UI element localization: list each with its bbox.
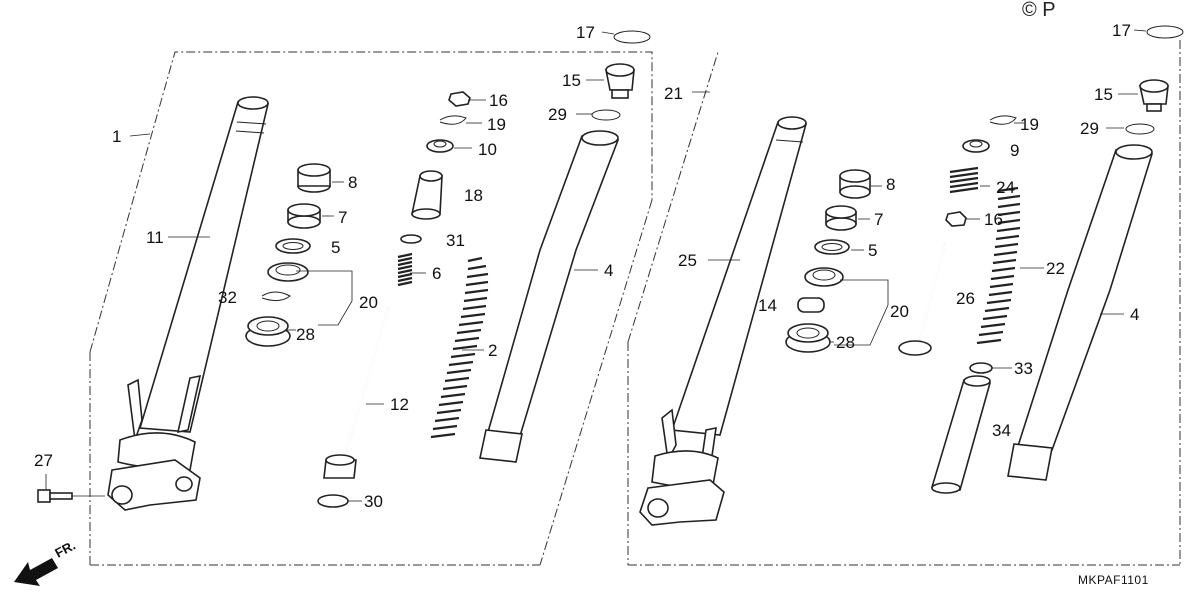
nut-16-right	[945, 211, 967, 227]
callout-left-17: 17	[576, 23, 595, 42]
stopper-ring-14	[797, 297, 825, 313]
bracket-20-right	[834, 279, 889, 346]
front-direction-arrow: FR.	[14, 538, 78, 586]
spring-seat-9	[962, 139, 990, 153]
washer-5-right	[814, 239, 850, 255]
damper-rod-26	[898, 243, 946, 356]
callout-left-18: 18	[464, 186, 483, 205]
callout-left-10: 10	[478, 140, 497, 159]
callout-left-29: 29	[548, 105, 567, 124]
callout-right-5: 5	[868, 241, 877, 260]
callout-right-17: 17	[1112, 21, 1131, 40]
fork-bottom-bracket	[107, 374, 202, 511]
bushing-8-right	[839, 169, 871, 199]
nut-16	[448, 91, 471, 107]
left-frame-diag	[539, 199, 653, 566]
callout-right-21: 21	[664, 84, 683, 103]
callout-left-11: 11	[146, 228, 164, 247]
callout-right-26: 26	[956, 289, 975, 308]
callout-left-6: 6	[432, 264, 441, 283]
dust-seal-28	[245, 316, 291, 347]
callout-right-8: 8	[886, 175, 895, 194]
inner-tube-11	[138, 96, 269, 433]
stopper-ring-32	[261, 291, 291, 302]
snap-ring-17	[613, 30, 651, 44]
oil-seal	[267, 262, 309, 282]
fork-cap-15	[605, 63, 635, 99]
callout-right-9: 9	[1010, 141, 1019, 160]
outer-tube-4	[479, 130, 620, 463]
callout-left-28: 28	[296, 325, 315, 344]
callout-left-15: 15	[562, 71, 581, 90]
o-ring-29-right	[1125, 123, 1155, 135]
left-fork-assembly: 1 2 4 5 6 7 8 10 11 12 15 16 17 18 19 20…	[34, 23, 653, 566]
callout-left-4: 4	[604, 261, 613, 280]
damper-rod-12	[323, 307, 389, 479]
bushing-8	[297, 163, 331, 193]
oil-seal-right	[804, 267, 844, 287]
snap-ring-17-right	[1146, 25, 1184, 39]
callout-right-7: 7	[874, 210, 883, 229]
collar-34	[930, 375, 992, 494]
callout-left-5: 5	[331, 238, 340, 257]
callout-left-20: 20	[359, 293, 378, 312]
spacer-18	[411, 170, 443, 220]
callout-left-31: 31	[446, 231, 465, 250]
callout-left-12: 12	[390, 395, 409, 414]
right-fork-assembly: 4 5 7 8 9 14 15 16 17 19 20 21 22 24 25 …	[627, 21, 1184, 566]
washer-5	[275, 238, 311, 254]
callout-right-22: 22	[1046, 259, 1065, 278]
callout-left-16: 16	[489, 91, 508, 110]
bolt-27	[37, 474, 105, 503]
callout-right-20: 20	[890, 302, 909, 321]
arrow-icon	[14, 558, 58, 586]
o-ring-29	[591, 109, 621, 121]
callout-right-16: 16	[984, 210, 1003, 229]
spring-seat-10	[426, 139, 454, 153]
callout-left-1: 1	[112, 127, 121, 146]
callout-left-8: 8	[348, 173, 357, 192]
o-ring-33	[969, 362, 993, 374]
callout-left-32: 32	[218, 288, 237, 307]
callout-left-19: 19	[487, 115, 506, 134]
callout-left-30: 30	[364, 492, 383, 511]
callout-right-19: 19	[1020, 115, 1039, 134]
spring-22	[976, 186, 1021, 345]
washer-30	[317, 494, 349, 508]
outer-tube-4-right	[1007, 144, 1154, 481]
clip-19	[439, 115, 467, 125]
callout-right-24: 24	[996, 178, 1015, 197]
callout-right-14: 14	[758, 296, 777, 315]
inner-tube-25	[670, 116, 808, 436]
spring-24	[949, 166, 979, 194]
right-fork-bottom-bracket	[639, 408, 725, 526]
fork-cap-15-right	[1139, 79, 1169, 112]
callout-right-29: 29	[1080, 119, 1099, 138]
callout-right-34: 34	[992, 421, 1011, 440]
dust-seal-28-right	[785, 323, 831, 353]
clip-19-right	[989, 115, 1017, 125]
slide-bushing-7-right	[825, 205, 857, 231]
bracket-20-left	[296, 270, 353, 326]
callout-left-7: 7	[338, 208, 347, 227]
callout-right-4: 4	[1130, 305, 1139, 324]
direction-label: FR.	[52, 538, 78, 561]
callout-left-27: 27	[34, 451, 53, 470]
callout-right-28: 28	[836, 333, 855, 352]
callout-right-25: 25	[678, 251, 697, 270]
washer-31	[400, 234, 422, 244]
copyright-mark: © P	[1022, 0, 1056, 21]
main-spring-2	[430, 256, 489, 439]
left-frame-top	[89, 51, 653, 353]
diagram-code: MKPAF1101	[1078, 573, 1149, 587]
spring-6	[397, 252, 413, 287]
callout-right-33: 33	[1014, 359, 1033, 378]
callout-left-2: 2	[488, 341, 497, 360]
slide-bushing-7	[287, 203, 321, 229]
callout-right-15: 15	[1094, 85, 1113, 104]
